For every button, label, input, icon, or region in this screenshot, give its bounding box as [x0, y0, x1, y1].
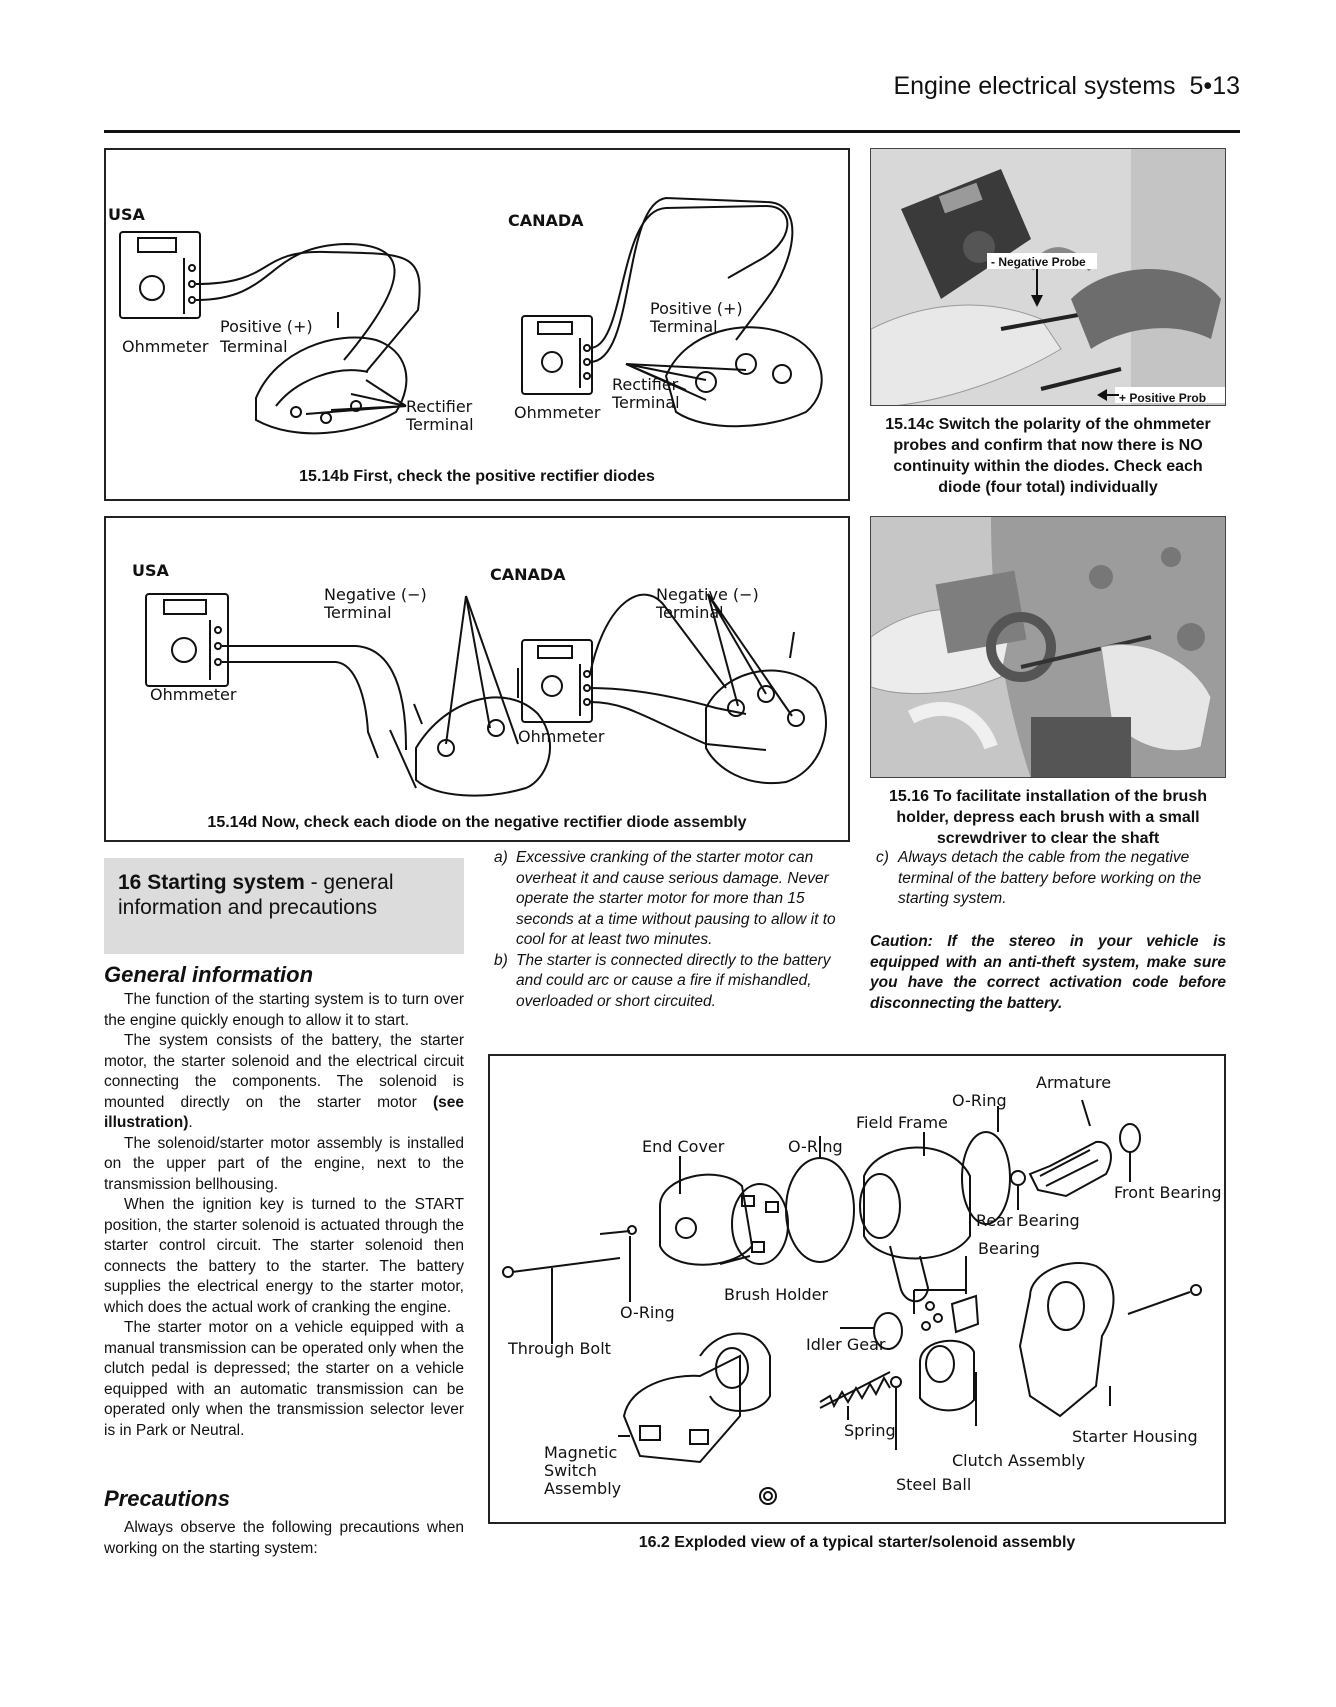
paragraph: The system consists of the battery, the …: [104, 1031, 464, 1134]
assembly-label: Assembly: [544, 1479, 622, 1498]
negative-diode-diagram: [145, 593, 827, 797]
starter-exploded-diagram: [502, 1099, 1202, 1505]
caption-15-16: 15.16 To facilitate installation of the …: [889, 788, 1207, 847]
usa-positive-label: Positive (+): [220, 317, 313, 336]
usa-label: USA: [132, 561, 169, 580]
figure-caption: 15.14d Now, check each diode on the nega…: [207, 814, 747, 831]
general-information-heading: General information: [104, 962, 314, 987]
switch-label: Switch: [544, 1461, 597, 1480]
photo-15-14c: - Negative Probe + Positive Prob: [870, 148, 1226, 406]
canada-ohmmeter-label: Ohmmeter: [518, 727, 605, 746]
positive-probe-label: + Positive Prob: [1119, 391, 1207, 405]
header-rule: [104, 130, 1240, 133]
clutch-assembly-label: Clutch Assembly: [952, 1451, 1086, 1470]
brush-holder-label: Brush Holder: [724, 1285, 829, 1304]
caution-note: Caution: If the stereo in your vehicle i…: [870, 933, 1226, 1012]
canada-rectifier-terminal-label: Terminal: [612, 393, 680, 412]
section-title-rest: - general information and precautions: [118, 871, 394, 919]
bearing-label: Bearing: [978, 1239, 1040, 1258]
starter-housing-label: Starter Housing: [1072, 1427, 1198, 1446]
running-header: Engine electrical systems 5•13: [893, 72, 1240, 101]
figure-15-14d: USA CANADA Negative (−) Terminal Ohmmete…: [104, 516, 850, 842]
o-ring-low-label: O-Ring: [620, 1303, 675, 1322]
ohmmeter-probe-photo: [871, 149, 1225, 405]
canada-label: CANADA: [508, 211, 584, 230]
canada-ohmmeter-label: Ohmmeter: [514, 403, 601, 422]
page-number: 5•13: [1189, 72, 1240, 100]
precautions-intro: Always observe the following precautions…: [104, 1518, 464, 1559]
o-ring-mid-label: O-Ring: [788, 1137, 843, 1156]
figure-caption: 15.14b First, check the positive rectifi…: [299, 468, 655, 485]
list-item: b) The starter is connected directly to t…: [494, 951, 850, 1013]
usa-rectifier-label: Rectifier: [406, 397, 473, 416]
spring-label: Spring: [844, 1421, 896, 1440]
armature-label: Armature: [1036, 1073, 1112, 1092]
general-information-body: The function of the starting system is t…: [104, 990, 464, 1441]
list-item: c) Always detach the cable from the negat…: [876, 848, 1226, 910]
through-bolt-label: Through Bolt: [508, 1339, 611, 1358]
paragraph: The function of the starting system is t…: [104, 991, 464, 1029]
paragraph: When the ignition key is turned to the S…: [104, 1196, 464, 1316]
list-item-text: Excessive cranking of the starter motor …: [516, 849, 836, 948]
photo-15-16: [870, 516, 1226, 778]
canada-terminal-label: Terminal: [656, 603, 724, 622]
brush-holder-photo: [871, 517, 1225, 777]
list-item-text: Always detach the cable from the negativ…: [898, 849, 1202, 907]
caption-16-2: 16.2 Exploded view of a typical starter/…: [638, 1534, 1076, 1551]
canada-positive-label: Positive (+): [650, 299, 743, 318]
list-item-label: b): [494, 951, 508, 969]
period: .: [188, 1114, 193, 1131]
see-illustration-link[interactable]: (see illustration): [104, 1093, 464, 1132]
front-bearing-label: Front Bearing: [1114, 1183, 1222, 1202]
header-title: Engine electrical systems: [893, 72, 1176, 100]
list-item-label: c): [876, 849, 889, 866]
list-item: a) Excessive cranking of the starter moto…: [494, 848, 850, 951]
canada-negative-label: Negative (−): [656, 585, 759, 604]
steel-ball-label: Steel Ball: [896, 1475, 972, 1494]
section-heading-16: 16 Starting system - general information…: [104, 858, 464, 954]
positive-diode-diagram: [119, 196, 823, 435]
usa-rectifier-terminal-label: Terminal: [406, 415, 474, 434]
caption-15-14c: 15.14c Switch the polarity of the ohmmet…: [885, 416, 1211, 496]
field-frame-label: Field Frame: [856, 1113, 948, 1132]
rear-bearing-label: Rear Bearing: [976, 1211, 1080, 1230]
figure-16-2: O-Ring Armature Field Frame O-Ring End C…: [488, 1054, 1226, 1524]
precautions-heading: Precautions: [104, 1486, 230, 1511]
list-item-text: The starter is connected directly to the…: [516, 951, 831, 1010]
paragraph: The starter motor on a vehicle equipped …: [104, 1319, 464, 1439]
paragraph: Always observe the following precautions…: [104, 1519, 464, 1557]
canada-rectifier-label: Rectifier: [612, 375, 679, 394]
end-cover-label: End Cover: [642, 1137, 725, 1156]
negative-probe-label: - Negative Probe: [991, 255, 1086, 269]
paragraph-text: The system consists of the battery, the …: [104, 1032, 464, 1111]
section-number: 16: [118, 871, 142, 894]
usa-terminal-label: Terminal: [220, 337, 288, 356]
usa-label: USA: [108, 205, 145, 224]
figure-15-14b: USA CANADA Positive (+) Ohmmeter Termina…: [104, 148, 850, 501]
section-title-bold: Starting system: [147, 871, 305, 894]
idler-gear-label: Idler Gear: [806, 1335, 886, 1354]
list-item-label: a): [494, 849, 508, 866]
usa-terminal-label: Terminal: [324, 603, 392, 622]
canada-terminal-label: Terminal: [650, 317, 718, 336]
usa-ohmmeter-label: Ohmmeter: [150, 685, 237, 704]
usa-ohmmeter-label: Ohmmeter: [122, 337, 209, 356]
magnetic-label: Magnetic: [544, 1443, 618, 1462]
usa-negative-label: Negative (−): [324, 585, 427, 604]
precaution-list-c: c) Always detach the cable from the negat…: [876, 848, 1226, 910]
o-ring-top-label: O-Ring: [952, 1091, 1007, 1110]
canada-label: CANADA: [490, 565, 566, 584]
paragraph: The solenoid/starter motor assembly is i…: [104, 1134, 464, 1193]
precaution-list-a-b: a) Excessive cranking of the starter moto…: [494, 848, 850, 1012]
